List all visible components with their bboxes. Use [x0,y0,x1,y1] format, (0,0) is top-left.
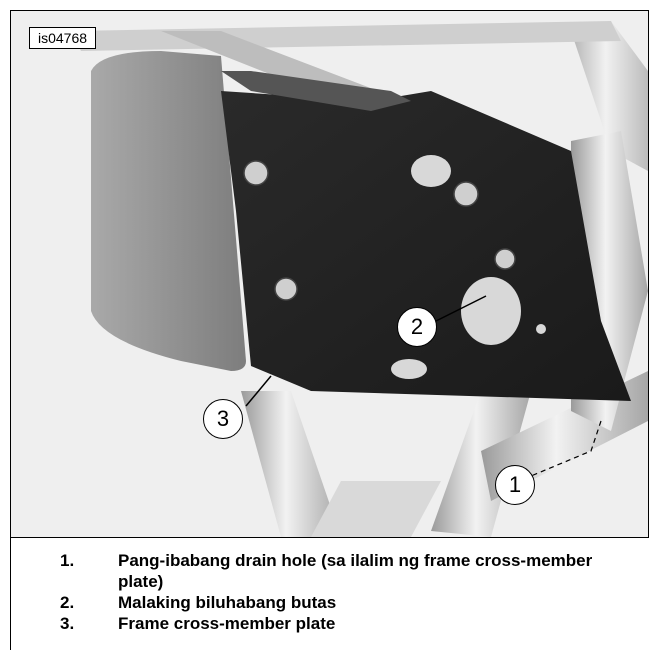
legend-text: Frame cross-member plate [118,614,336,633]
callout-1: 1 [495,465,535,505]
legend-text: Malaking biluhabang butas [118,593,337,612]
legend-number: 1. [60,551,75,570]
figure-legend: 1. Pang-ibabang drain hole (sa ilalim ng… [60,550,620,634]
illustration-figure: is04768 3 2 1 [10,10,649,538]
legend-item: 2. Malaking biluhabang butas [60,592,620,613]
figure-id-label: is04768 [29,27,97,49]
legend-number: 2. [60,593,75,612]
legend-item: 1. Pang-ibabang drain hole (sa ilalim ng… [60,550,620,592]
frame-plate-illustration [11,11,648,537]
callout-3: 3 [203,399,243,439]
legend-number: 3. [60,614,75,633]
callout-2: 2 [397,307,437,347]
margin-rule [10,536,11,650]
legend-text: Pang-ibabang drain hole (sa ilalim ng fr… [118,551,593,591]
legend-item: 3. Frame cross-member plate [60,613,620,634]
